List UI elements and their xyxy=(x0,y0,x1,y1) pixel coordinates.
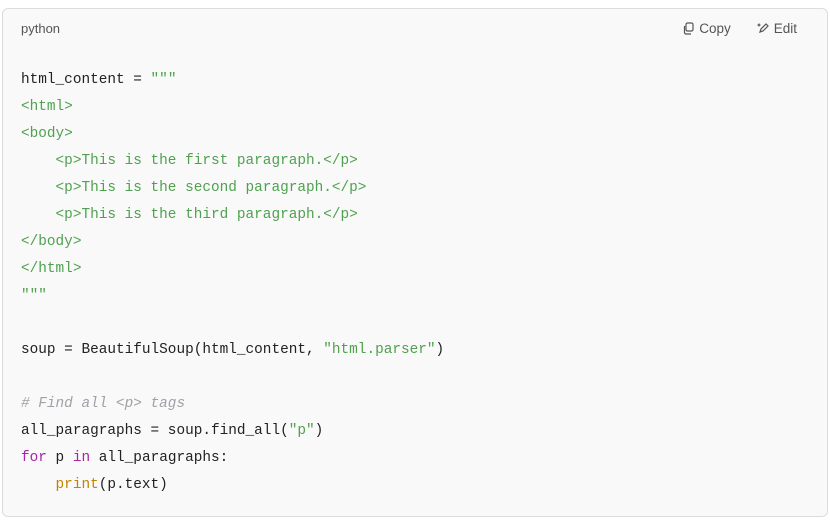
code-line: print(p.text) xyxy=(21,472,444,499)
code-token: <body> xyxy=(21,126,73,142)
code-token: all_paragraphs: xyxy=(90,450,229,466)
code-token: <html> xyxy=(21,99,73,115)
code-token: ) xyxy=(314,423,324,439)
code-line: <p>This is the third paragraph.</p> xyxy=(21,202,444,229)
code-token: in xyxy=(72,450,91,466)
code-token: <p>This is the first paragraph.</p> xyxy=(21,153,358,169)
code-line: soup = BeautifulSoup(html_content, "html… xyxy=(21,337,444,364)
code-token: ) xyxy=(435,342,445,358)
copy-icon xyxy=(684,22,694,35)
code-token: (p.text) xyxy=(98,477,168,493)
code-token: """ xyxy=(150,72,177,88)
code-token: all_paragraphs = soup.find_all( xyxy=(21,423,289,439)
code-line xyxy=(21,310,444,337)
edit-button[interactable]: Edit xyxy=(757,21,797,36)
code-token: "html.parser" xyxy=(323,342,436,358)
code-token: """ xyxy=(21,288,47,304)
code-content: html_content = """ <html> <body> <p>This i… xyxy=(21,67,444,499)
code-line: <p>This is the first paragraph.</p> xyxy=(21,148,444,175)
code-block: python Copy Edit html_content = """ <html… xyxy=(2,8,828,517)
code-token: </html> xyxy=(21,261,82,277)
code-token: for xyxy=(21,450,47,466)
code-line: <p>This is the second paragraph.</p> xyxy=(21,175,444,202)
code-token: <p>This is the second paragraph.</p> xyxy=(21,180,367,196)
code-line: all_paragraphs = soup.find_all("p") xyxy=(21,418,444,445)
code-token: "p" xyxy=(288,423,315,439)
code-line: for p in all_paragraphs: xyxy=(21,445,444,472)
code-line: html_content = """ xyxy=(21,67,444,94)
code-actions: Copy Edit xyxy=(682,21,797,36)
code-token: p xyxy=(46,450,73,466)
code-token xyxy=(21,477,56,493)
copy-label: Copy xyxy=(699,21,731,36)
pencil-icon xyxy=(757,23,769,33)
code-line xyxy=(21,364,444,391)
code-line: <body> xyxy=(21,121,444,148)
code-token: <p>This is the third paragraph.</p> xyxy=(21,207,358,223)
edit-label: Edit xyxy=(773,21,797,36)
code-token: </body> xyxy=(21,234,82,250)
code-line: </body> xyxy=(21,229,444,256)
code-token: print xyxy=(55,477,99,493)
language-label: python xyxy=(21,21,61,36)
code-token: # Find all <p> tags xyxy=(21,396,186,412)
code-line: """ xyxy=(21,283,444,310)
code-line: # Find all <p> tags xyxy=(21,391,444,418)
copy-button[interactable]: Copy xyxy=(682,21,731,36)
code-token: soup = BeautifulSoup(html_content, xyxy=(21,342,324,358)
code-token: html_content = xyxy=(21,72,151,88)
code-line: </html> xyxy=(21,256,444,283)
code-line: <html> xyxy=(21,94,444,121)
